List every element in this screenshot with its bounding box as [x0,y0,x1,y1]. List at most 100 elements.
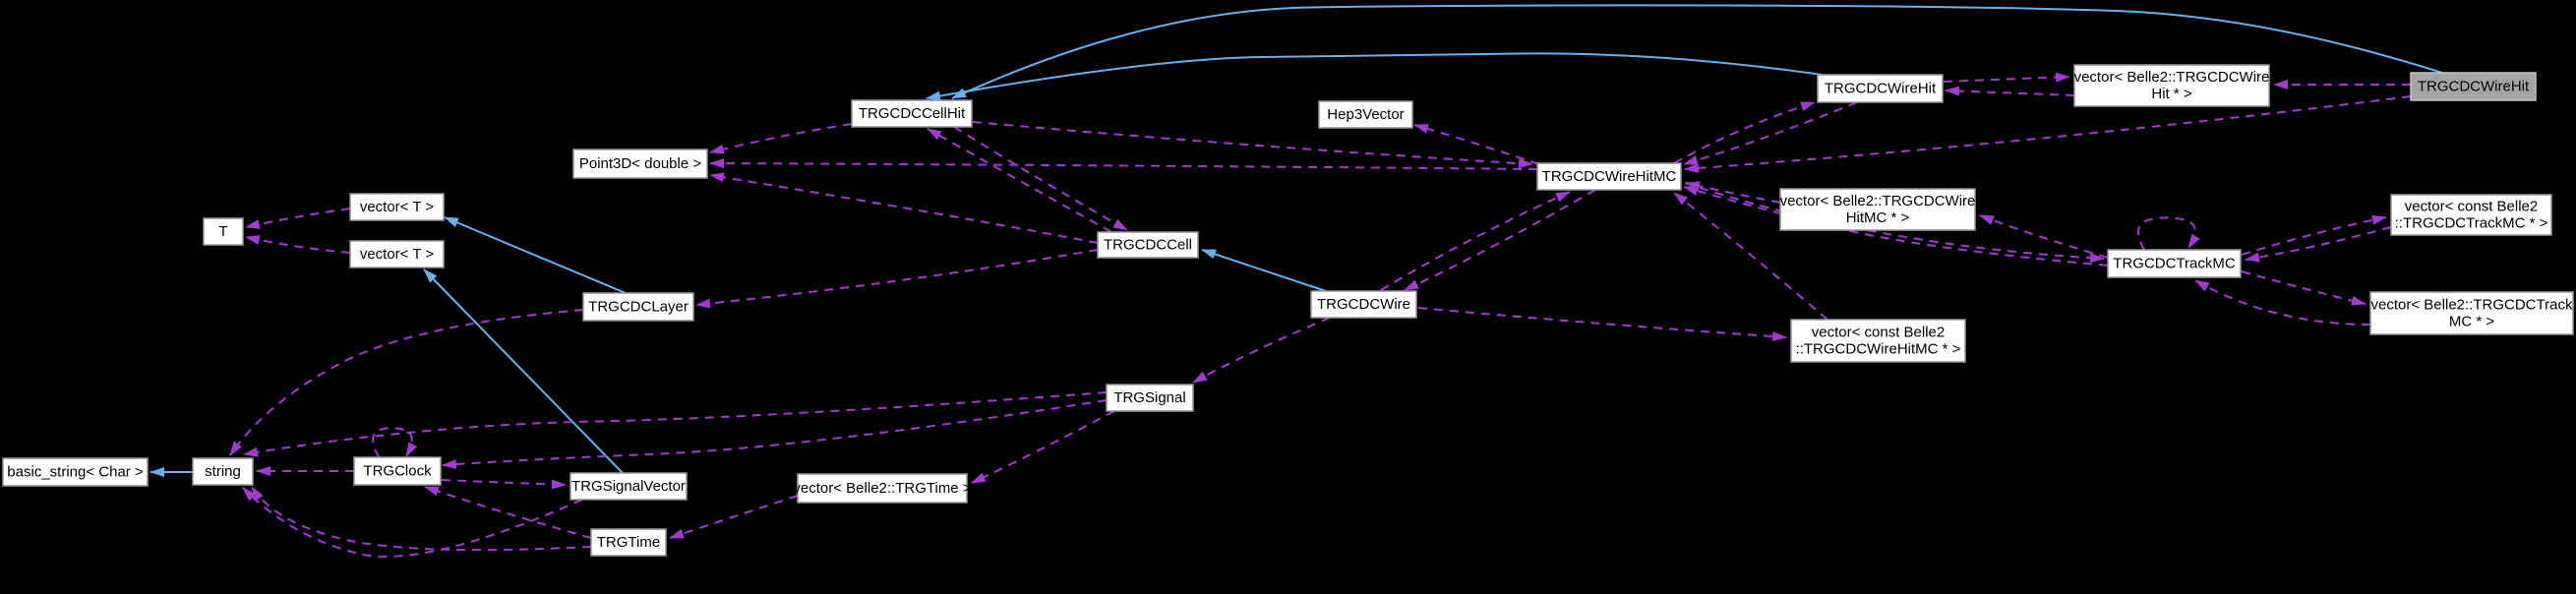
edge-wirehit-to-cellhit [926,52,1824,101]
node-vector-t-1[interactable]: vector< T > [349,193,445,221]
edge-vector-t2-to-t [245,235,351,254]
node-box-point3d[interactable] [572,148,708,179]
edge-cell-to-layer [695,249,1099,309]
edge-vec-const-wirehitmc-to-wirehitmc [1673,192,1828,321]
node-label-vec-trackmc-1: vector< Belle2::TRGCDCTrack [2371,297,2573,314]
node-vec-wirehit[interactable]: vector< Belle2::TRGCDCWireHit * > [2073,64,2270,107]
edge-trgtime-to-clock [424,486,592,539]
node-trgcdctrackmc[interactable]: TRGCDCTrackMC [2107,249,2242,278]
node-box-trgcdcwirehit[interactable] [1817,74,1944,103]
edge-signal-to-vec-trgtime [971,410,1115,484]
node-label-trgcdcwire: TRGCDCWire [1317,296,1410,313]
node-box-t[interactable] [203,217,244,246]
node-box-trgcdclayer[interactable] [582,292,694,322]
edge-trackmc-to-vec-trackmc [2241,270,2366,306]
node-label-vec-wirehitmc-1: vector< Belle2::TRGCDCWire [1780,193,1976,209]
edge-wire-to-wirehitmc [1380,191,1571,291]
node-trgsignal[interactable]: TRGSignal [1106,384,1194,412]
edge-trackmc-self-loop [2137,216,2200,251]
node-trgcdcwire[interactable]: TRGCDCWire [1310,290,1417,319]
node-box-trgtime[interactable] [590,528,667,557]
node-trgcdcwirehit[interactable]: TRGCDCWireHit [1817,74,1944,103]
edge-clock-to-signalvector [441,479,567,490]
node-label-vec-wirehit-2: Hit * > [2151,86,2192,102]
node-box-vec-trgtime[interactable] [797,473,968,504]
node-box-vec-const-wirehitmc[interactable] [1790,319,1966,363]
edge-vec-trgtime-to-trgtime [669,495,799,539]
node-trgsignalvector[interactable]: TRGSignalVector [569,472,688,501]
edge-vec-wirehit-to-wirehit [1945,86,2075,96]
edge-wirehit-to-wirehitmc [1683,101,1858,165]
node-t[interactable]: T [203,217,244,246]
node-label-trgcdcwirehit-current: TRGCDCWireHit [2418,79,2530,95]
node-hep3vector[interactable]: Hep3Vector [1318,100,1413,129]
node-label-basic-string: basic_string< Char > [7,464,144,481]
edge-signal-to-string [243,391,1108,457]
node-trgcdccell[interactable]: TRGCDCCell [1097,231,1199,259]
edge-vec-trackmc-to-trackmc [2194,279,2371,326]
node-label-vec-const-trackmc-2: ::TRGCDCTrackMC * > [2395,215,2548,232]
node-basic-string[interactable]: basic_string< Char > [2,457,149,487]
edge-wire-to-signal [1192,317,1331,384]
edge-wirehit-current-to-wirehitmc [1684,95,2412,173]
node-box-vector-t-2[interactable] [349,240,445,268]
node-box-vec-wirehit[interactable] [2073,64,2270,107]
node-box-vec-wirehitmc[interactable] [1779,188,1976,231]
node-trgcdcwirehit-current[interactable]: TRGCDCWireHit [2410,72,2537,101]
edge-cellhit-to-point3d [709,123,853,154]
node-trgclock[interactable]: TRGClock [353,456,442,486]
node-box-trgcdcwirehit-current[interactable] [2410,72,2537,101]
node-box-trgcdccellhit[interactable] [851,99,973,128]
node-box-trgsignal[interactable] [1106,384,1194,412]
node-box-trgcdcwire[interactable] [1310,290,1417,319]
node-trgtime[interactable]: TRGTime [590,528,667,557]
node-box-basic-string[interactable] [2,457,149,487]
node-label-trgtime: TRGTime [597,534,660,551]
node-box-trgcdccell[interactable] [1097,231,1199,259]
node-vec-const-trackmc[interactable]: vector< const Belle2::TRGCDCTrackMC * > [2390,194,2552,236]
node-label-trgclock: TRGClock [363,463,432,480]
node-label-trgsignalvector: TRGSignalVector [571,478,686,495]
edge-vec-const-trackmc-to-trackmc [2245,226,2392,263]
node-vector-t-2[interactable]: vector< T > [349,240,445,268]
edge-cellhit-to-wirehitmc [972,121,1533,169]
edge-wirehitmc-to-wire [1404,189,1596,291]
node-box-trgsignalvector[interactable] [569,472,688,501]
node-vec-trackmc[interactable]: vector< Belle2::TRGCDCTrackMC * > [2369,291,2574,335]
edge-vector-t1-to-t [245,208,351,229]
edge-wirehitmc-to-trackmc [1684,182,2105,264]
node-box-vec-const-trackmc[interactable] [2390,194,2552,236]
node-box-hep3vector[interactable] [1318,100,1413,129]
node-label-vec-const-wirehitmc-1: vector< const Belle2 [1812,325,1946,341]
node-point3d[interactable]: Point3D< double > [572,148,708,179]
node-string[interactable]: string [192,457,254,486]
node-label-trgcdctrackmc: TRGCDCTrackMC [2113,256,2236,272]
node-label-t: T [218,223,227,240]
node-trgcdcwirehitmc[interactable]: TRGCDCWireHitMC [1536,162,1682,191]
node-label-trgsignal: TRGSignal [1113,389,1185,406]
edge-vec-wirehitmc-to-wirehitmc [1685,181,1781,204]
edge-wirehitmc-to-point3d [709,158,1538,170]
node-label-vec-trgtime: vector< Belle2::TRGTime > [793,480,971,497]
node-label-vector-t-2: vector< T > [360,246,435,263]
node-box-trgclock[interactable] [353,456,442,486]
node-box-vec-trackmc[interactable] [2369,291,2574,335]
node-box-string[interactable] [192,457,254,486]
edge-wire-to-vec-const-wirehitmc [1417,307,1787,342]
node-label-hep3vector: Hep3Vector [1327,106,1404,123]
node-box-trgcdctrackmc[interactable] [2107,249,2242,278]
node-trgcdccellhit[interactable]: TRGCDCCellHit [851,99,973,128]
node-box-trgcdcwirehitmc[interactable] [1536,162,1682,191]
node-box-vector-t-1[interactable] [349,193,445,221]
node-trgcdclayer[interactable]: TRGCDCLayer [582,292,694,322]
node-vec-const-wirehitmc[interactable]: vector< const Belle2::TRGCDCWireHitMC * … [1790,319,1966,363]
node-vec-trgtime[interactable]: vector< Belle2::TRGTime > [793,473,972,504]
edge-wire-to-cell [1201,249,1327,292]
node-label-vec-const-wirehitmc-2: ::TRGCDCWireHitMC * > [1796,341,1961,358]
node-label-trgcdclayer: TRGCDCLayer [588,299,689,316]
edge-wirehit-to-vec-wirehit [1943,72,2070,83]
node-vec-wirehitmc[interactable]: vector< Belle2::TRGCDCWireHitMC * > [1779,188,1976,231]
edge-wirehitmc-to-wirehit [1673,101,1816,164]
